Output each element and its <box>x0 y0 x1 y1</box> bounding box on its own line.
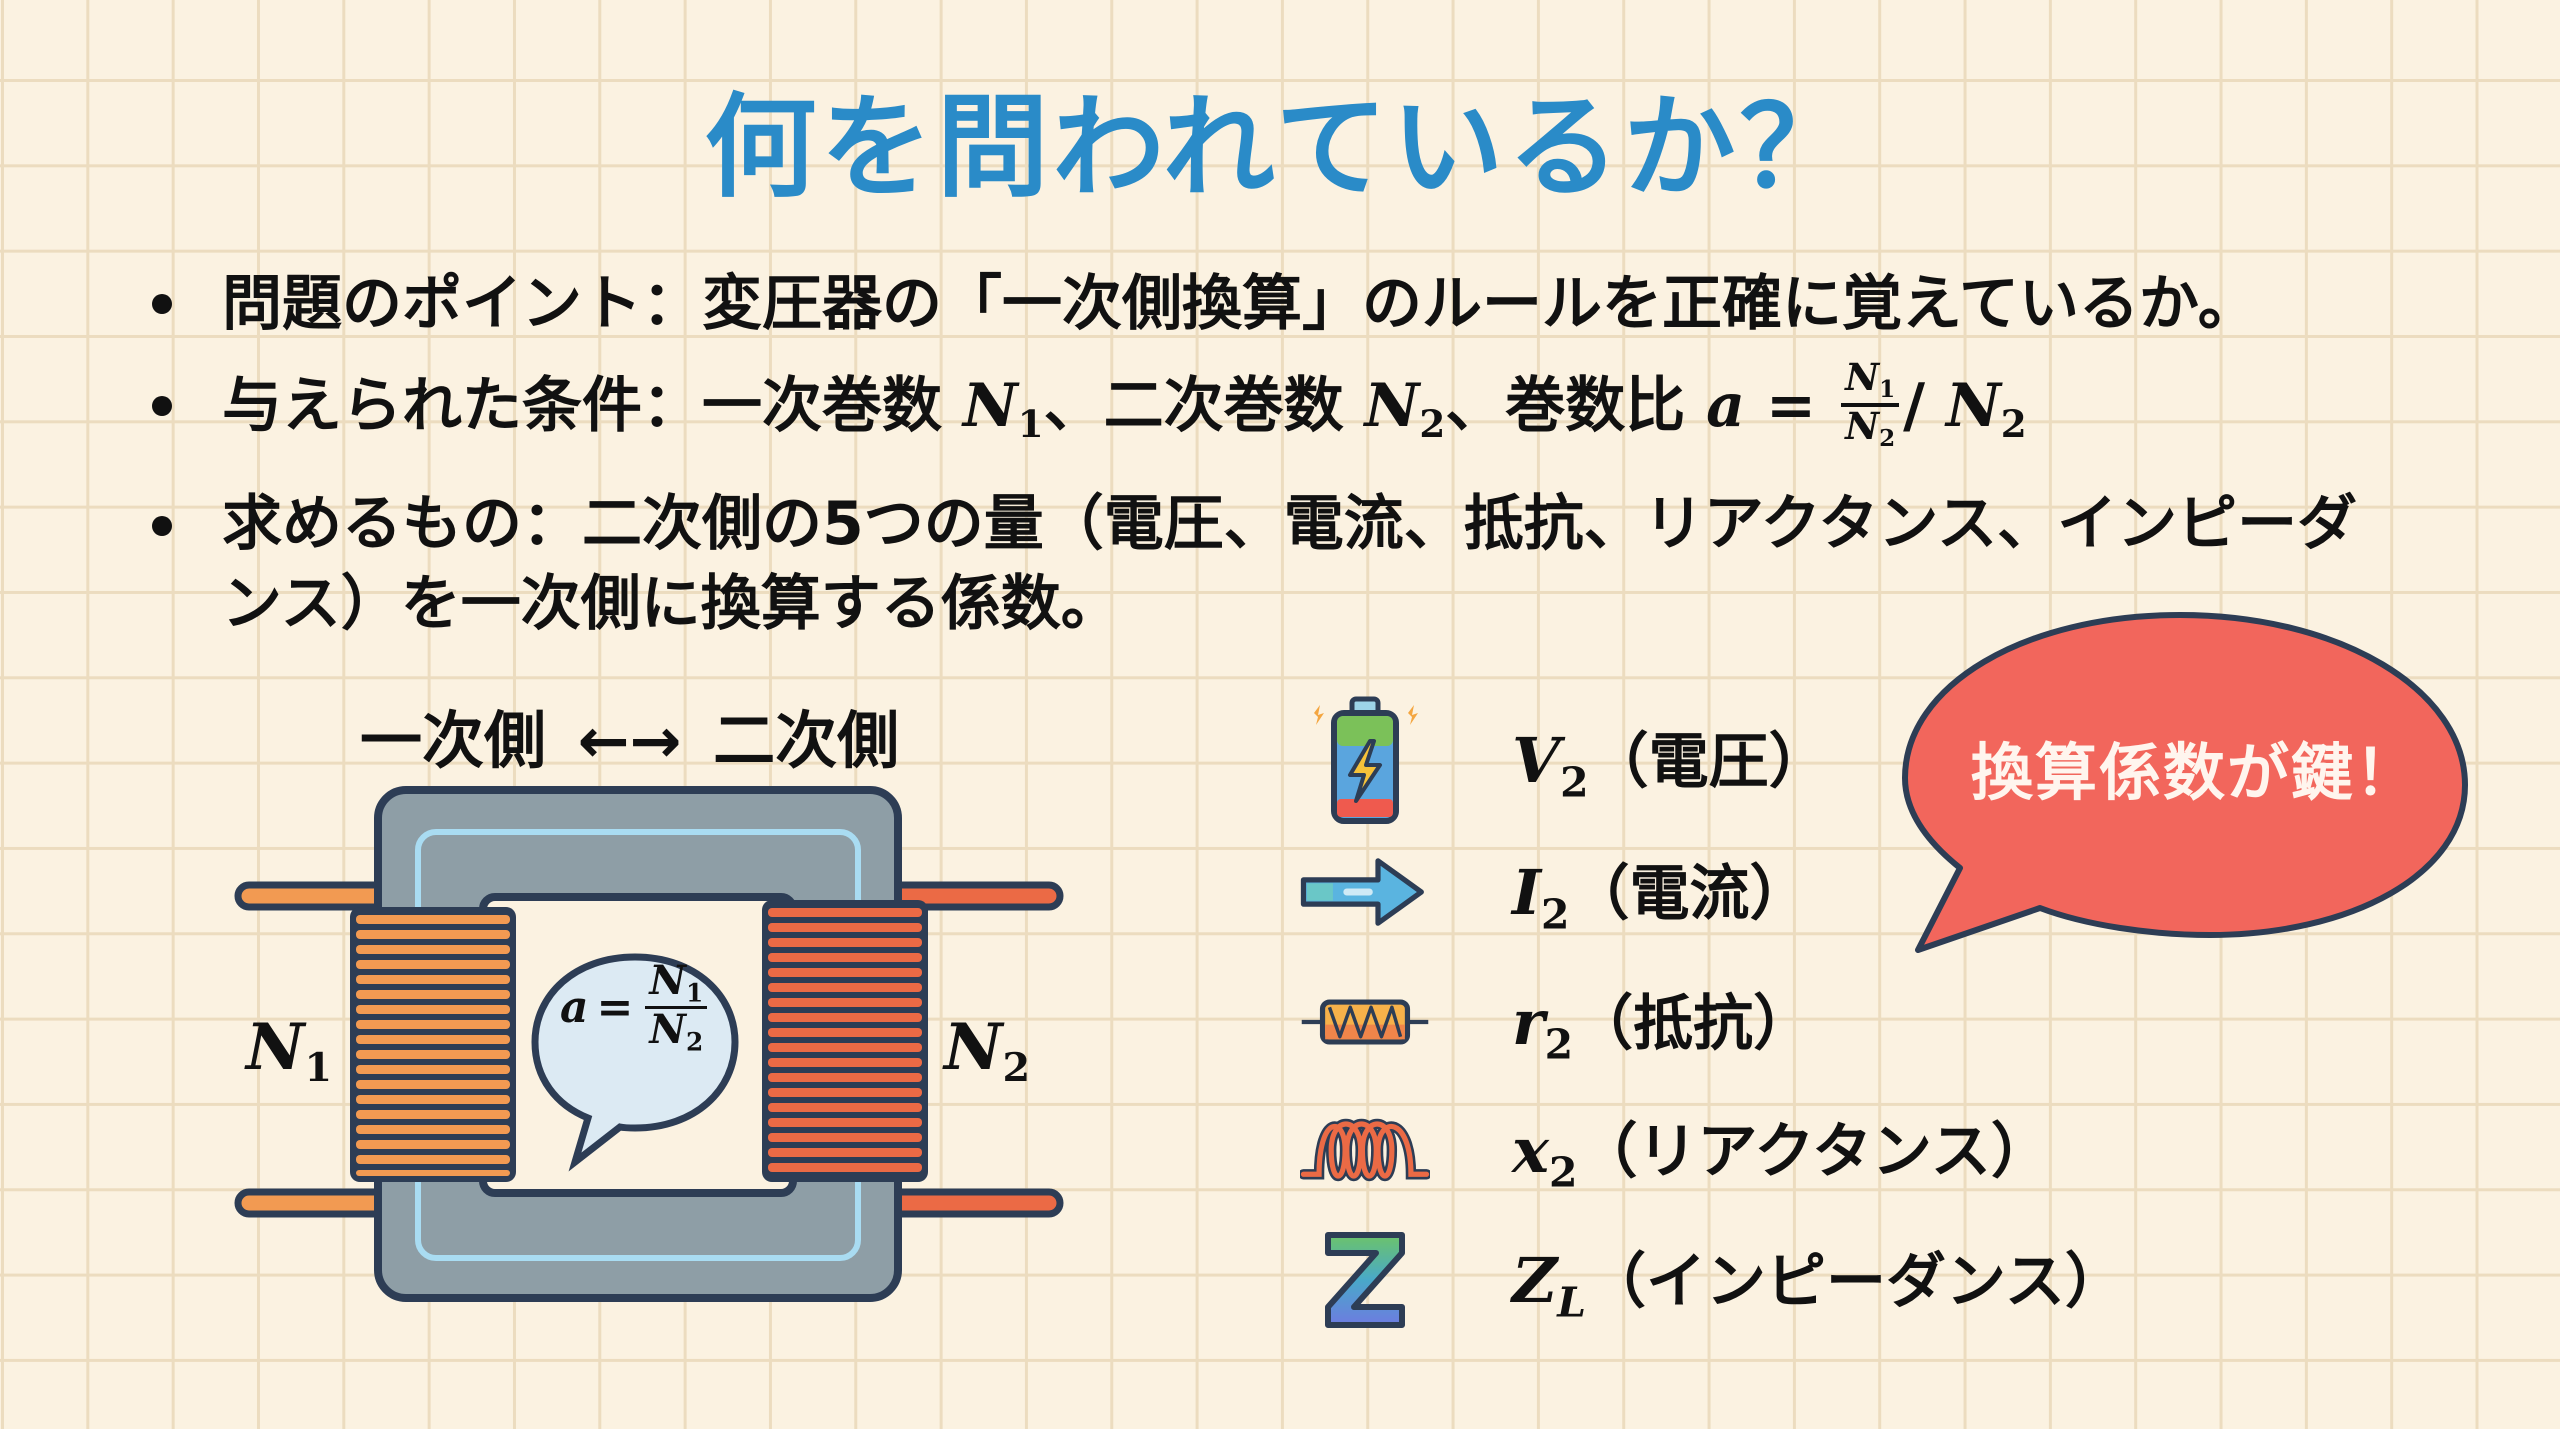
primary-secondary-header: 一次側 ←→ 二次側 <box>360 690 899 780</box>
bullet-text: 、二次巻数 <box>1043 371 1365 441</box>
quantity-row-resistance: r2（抵抗） <box>1300 962 1813 1082</box>
transformer-diagram <box>234 786 1064 1302</box>
secondary-side-label: 二次側 <box>713 704 900 777</box>
quantity-label: r2（抵抗） <box>1512 986 1814 1069</box>
current-arrow-icon <box>1300 832 1430 952</box>
key-point-callout <box>1902 612 2468 953</box>
bidirectional-arrow-icon: ←→ <box>577 704 682 777</box>
quantity-row-current: I2（電流） <box>1300 832 1809 952</box>
bullet-label: 問題のポイント： <box>222 269 702 339</box>
battery-icon <box>1300 696 1430 824</box>
primary-turns-label: N1 <box>246 1010 333 1091</box>
inductor-coil-icon <box>1300 1090 1430 1210</box>
quantity-label: I2（電流） <box>1512 856 1810 939</box>
quantity-row-impedance: ZL（インピーダンス） <box>1300 1220 2125 1340</box>
n1-symbol: N1 <box>962 371 1044 447</box>
page-title: 何を問われているか？ <box>704 83 1856 213</box>
primary-side-label: 一次側 <box>360 704 547 777</box>
bullet-dot <box>152 396 172 416</box>
quantity-label: V2（電圧） <box>1512 724 1829 807</box>
bullet-dot <box>152 516 172 537</box>
bullet-point-question: 問題のポイント：変圧器の「一次側換算」のルールを正確に覚えているか。 <box>140 262 2440 346</box>
bubble-formula: a = N1 N2 <box>560 960 711 1056</box>
primary-coil <box>350 907 516 1182</box>
bullet-text: 二次側の5つの量（電圧、電流、抵抗、リアクタンス、インピーダ <box>582 489 2358 560</box>
impedance-z-icon <box>1300 1220 1430 1340</box>
bullet-text-continued: ンス）を一次側に換算する係数。 <box>222 569 1121 640</box>
bullet-label: 与えられた条件： <box>222 371 702 441</box>
bullet-text: 変圧器の「一次側換算」のルールを正確に覚えているか。 <box>702 269 2258 339</box>
bubble-fraction: N1 N2 <box>645 960 708 1056</box>
secondary-coil <box>762 900 928 1182</box>
quantity-row-voltage: V2（電圧） <box>1300 696 1829 824</box>
bullet-target: 求めるもの：二次側の5つの量（電圧、電流、抵抗、リアクタンス、インピーダ ンス）… <box>140 484 2440 644</box>
resistor-icon <box>1300 962 1430 1082</box>
bullet-dot <box>152 294 172 314</box>
quantity-label: ZL（インピーダンス） <box>1512 1244 2125 1327</box>
quantity-row-reactance: x2（リアクタンス） <box>1300 1090 2051 1210</box>
bullet-label: 求めるもの： <box>222 489 582 560</box>
bullet-text: 、巻数比 <box>1445 371 1707 441</box>
bullet-list: 問題のポイント：変圧器の「一次側換算」のルールを正確に覚えているか。 与えられた… <box>140 262 2440 662</box>
callout-text: 換算係数が鍵！ <box>1970 736 2419 809</box>
secondary-turns-label: N2 <box>944 1010 1031 1091</box>
n2-symbol: N2 <box>1364 371 1446 447</box>
quantity-label: x2（リアクタンス） <box>1512 1114 2051 1197</box>
bullet-text: 一次巻数 <box>702 371 963 441</box>
